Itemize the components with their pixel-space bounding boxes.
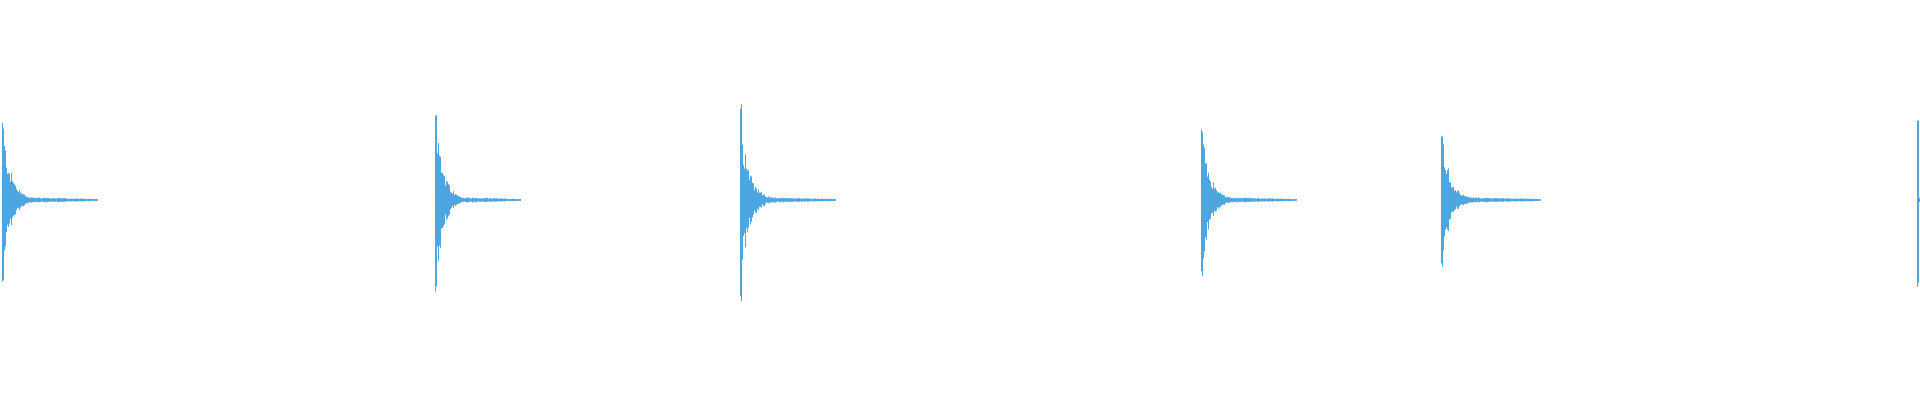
waveform-transient-1 [2, 122, 98, 282]
waveform-transient-2 [435, 114, 521, 292]
waveform-transient-4 [1201, 129, 1297, 276]
waveform-transient-3 [740, 104, 836, 301]
waveform-transient-5 [1441, 136, 1541, 267]
